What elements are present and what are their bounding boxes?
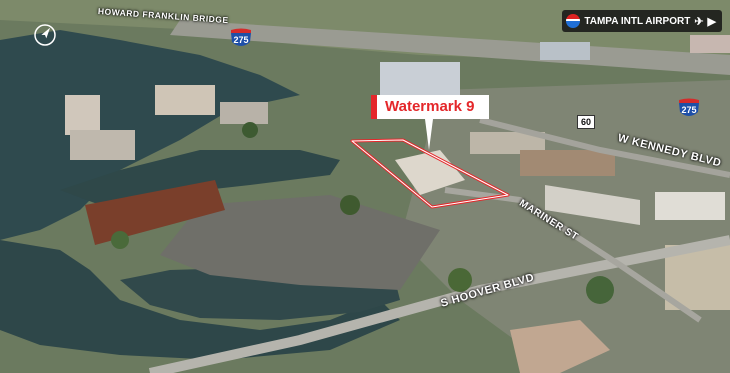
plane-icon: ✈: [694, 15, 704, 28]
airport-logo-icon: [566, 14, 581, 28]
airport-badge: TAMPA INTL AIRPORT ✈ ▶: [562, 10, 722, 32]
interstate-shield-icon: [231, 28, 251, 46]
compass-icon: [34, 24, 56, 46]
interstate-shield-icon: [679, 98, 699, 116]
interstate-shield-1: 275: [229, 27, 253, 51]
property-callout-label: Watermark 9: [371, 95, 489, 119]
shield-number: 275: [233, 35, 249, 45]
callout-pointer: [425, 119, 433, 150]
play-arrow-icon: ▶: [707, 15, 716, 28]
state-route-shield: 60: [577, 115, 596, 129]
airport-label: TAMPA INTL AIRPORT: [584, 15, 691, 27]
interstate-shield-2: 275: [677, 97, 701, 121]
shield-number: 275: [681, 105, 697, 115]
